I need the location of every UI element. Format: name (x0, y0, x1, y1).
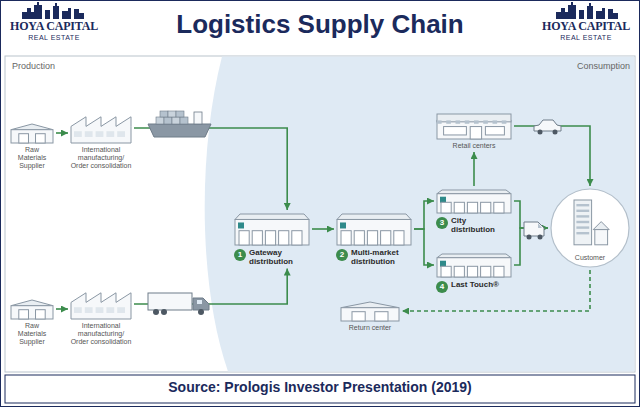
dc-icon (234, 212, 310, 246)
distribution-center: 3City distribution (436, 188, 512, 235)
flow-arrow (312, 228, 334, 230)
node-label: Return center (340, 324, 400, 332)
fac-icon (70, 288, 132, 320)
logo-subtitle: REAL ESTATE (536, 34, 636, 41)
container-ship (148, 111, 211, 137)
flow-arrow (414, 201, 434, 229)
node-label: Raw Materials Supplier (10, 146, 54, 170)
zone-label: Production (12, 61, 92, 71)
logo-name: HOYA CAPITAL (4, 19, 104, 34)
delivery-van (524, 222, 544, 240)
node-label: International manufacturing/ Order conso… (70, 146, 132, 170)
retail-store: Retail centers (436, 112, 512, 150)
zone-label: Consumption (540, 61, 630, 71)
logo-subtitle: REAL ESTATE (4, 34, 104, 41)
callout-number: 1 (234, 249, 246, 261)
store-icon (436, 112, 512, 140)
flow-arrow (56, 308, 68, 310)
node-label: Last Touch® (451, 281, 499, 290)
flow-arrow (473, 152, 475, 186)
node-label: International manufacturing/ Order conso… (70, 322, 132, 346)
callout-number: 3 (436, 217, 448, 229)
diagram-panel (5, 56, 635, 372)
callout-number: 4 (436, 281, 448, 293)
customer-circle: Customer (550, 188, 630, 268)
car (534, 120, 561, 135)
dc-icon (436, 188, 512, 214)
flow-arrow (56, 132, 68, 134)
caption-bar (5, 375, 635, 403)
flow-arrow (414, 229, 434, 265)
node-label: Retail centers (436, 142, 512, 150)
return-center: Return center (340, 300, 400, 332)
source-caption: Source: Prologis Investor Presentation (… (5, 379, 635, 395)
distribution-center: 1Gateway distribution (234, 212, 310, 267)
node-label: Multi-market distribution (351, 249, 412, 267)
supplier-building: Raw Materials Supplier (10, 298, 54, 346)
node-label: Customer (573, 254, 607, 261)
wh-icon (10, 122, 54, 144)
fac-icon (70, 112, 132, 144)
supplier-building: Raw Materials Supplier (10, 122, 54, 170)
factory-building: International manufacturing/ Order conso… (70, 288, 132, 346)
dc-icon (336, 212, 412, 246)
truck (148, 293, 209, 315)
factory-building: International manufacturing/ Order conso… (70, 112, 132, 170)
node-label: Raw Materials Supplier (10, 322, 54, 346)
node-label: Gateway distribution (249, 249, 310, 267)
label-row: 2Multi-market distribution (336, 249, 412, 267)
dc-icon (436, 252, 512, 278)
distribution-center: 2Multi-market distribution (336, 212, 412, 267)
flow-arrow (134, 128, 287, 210)
consumption-region (205, 57, 635, 372)
wh-icon (10, 298, 54, 320)
label-row: 3City distribution (436, 217, 512, 235)
label-row: 1Gateway distribution (234, 249, 310, 267)
wh-icon (340, 300, 400, 322)
callout-number: 2 (336, 249, 348, 261)
node-label: City distribution (451, 217, 512, 235)
distribution-center: 4Last Touch® (436, 252, 512, 293)
label-row: 4Last Touch® (436, 281, 512, 293)
flow-arrow (514, 126, 590, 186)
logo-name: HOYA CAPITAL (536, 19, 636, 34)
